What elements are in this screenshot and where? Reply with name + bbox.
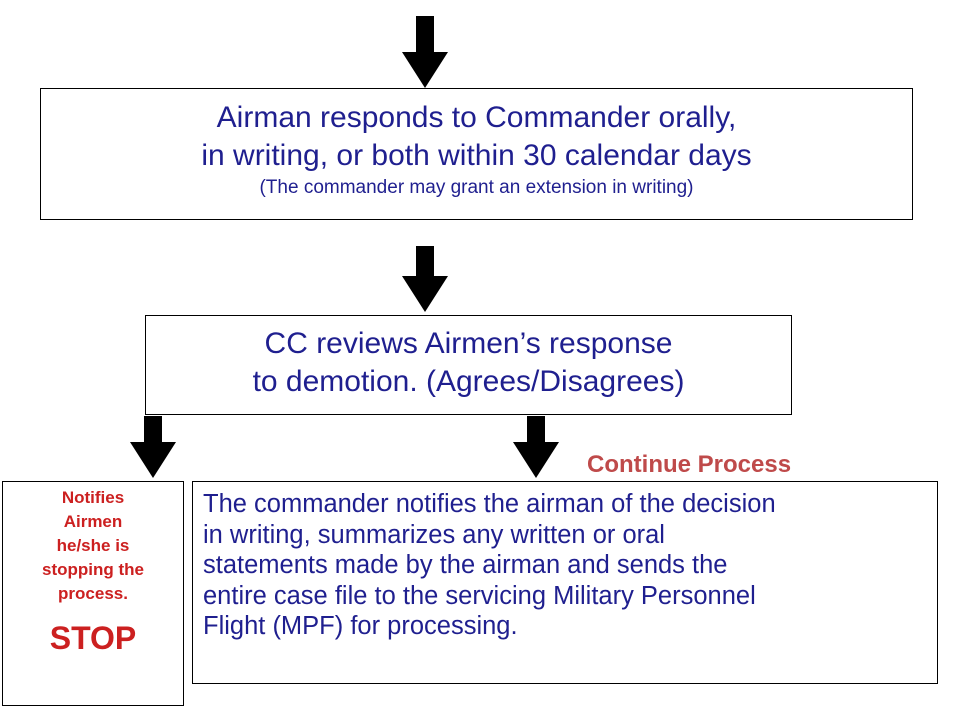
notify-text-line: The commander notifies the airman of the…	[203, 490, 776, 518]
commander-notifies-box: The commander notifies the airman of the…	[192, 481, 938, 684]
airman-response-box: Airman responds to Commander orally, in …	[40, 88, 913, 220]
extension-note: (The commander may grant an extension in…	[259, 177, 694, 198]
stop-text-line: process.	[58, 584, 128, 603]
arrow-to-notify	[513, 416, 559, 478]
notify-text-line: Flight (MPF) for processing.	[203, 612, 518, 640]
cc-review-box: CC reviews Airmen’s response to demotion…	[145, 315, 792, 415]
stop-text-line: stopping the	[42, 560, 144, 579]
airman-response-line-1: Airman responds to Commander orally,	[216, 101, 737, 134]
stop-box: Notifies Airmen he/she is stopping the p…	[2, 481, 184, 706]
notify-text-line: entire case file to the servicing Milita…	[203, 581, 756, 610]
stop-text-line: he/she is	[56, 536, 130, 555]
continue-process-label: Continue Process	[587, 451, 792, 478]
airman-response-line-2: in writing, or both within 30 calendar d…	[201, 139, 752, 172]
stop-text-line: Airmen	[63, 512, 123, 531]
notify-text-line: statements made by the airman and sends …	[203, 551, 728, 579]
arrow-to-stop	[130, 416, 176, 478]
cc-review-line-1: CC reviews Airmen’s response	[264, 327, 673, 360]
arrow-top	[402, 16, 448, 88]
stop-text-line: Notifies	[61, 488, 125, 507]
cc-review-line-2: to demotion. (Agrees/Disagrees)	[252, 365, 685, 398]
stop-label: STOP	[49, 620, 137, 656]
notify-text-line: in writing, summarizes any written or or…	[203, 520, 665, 549]
arrow-to-review	[402, 246, 448, 312]
